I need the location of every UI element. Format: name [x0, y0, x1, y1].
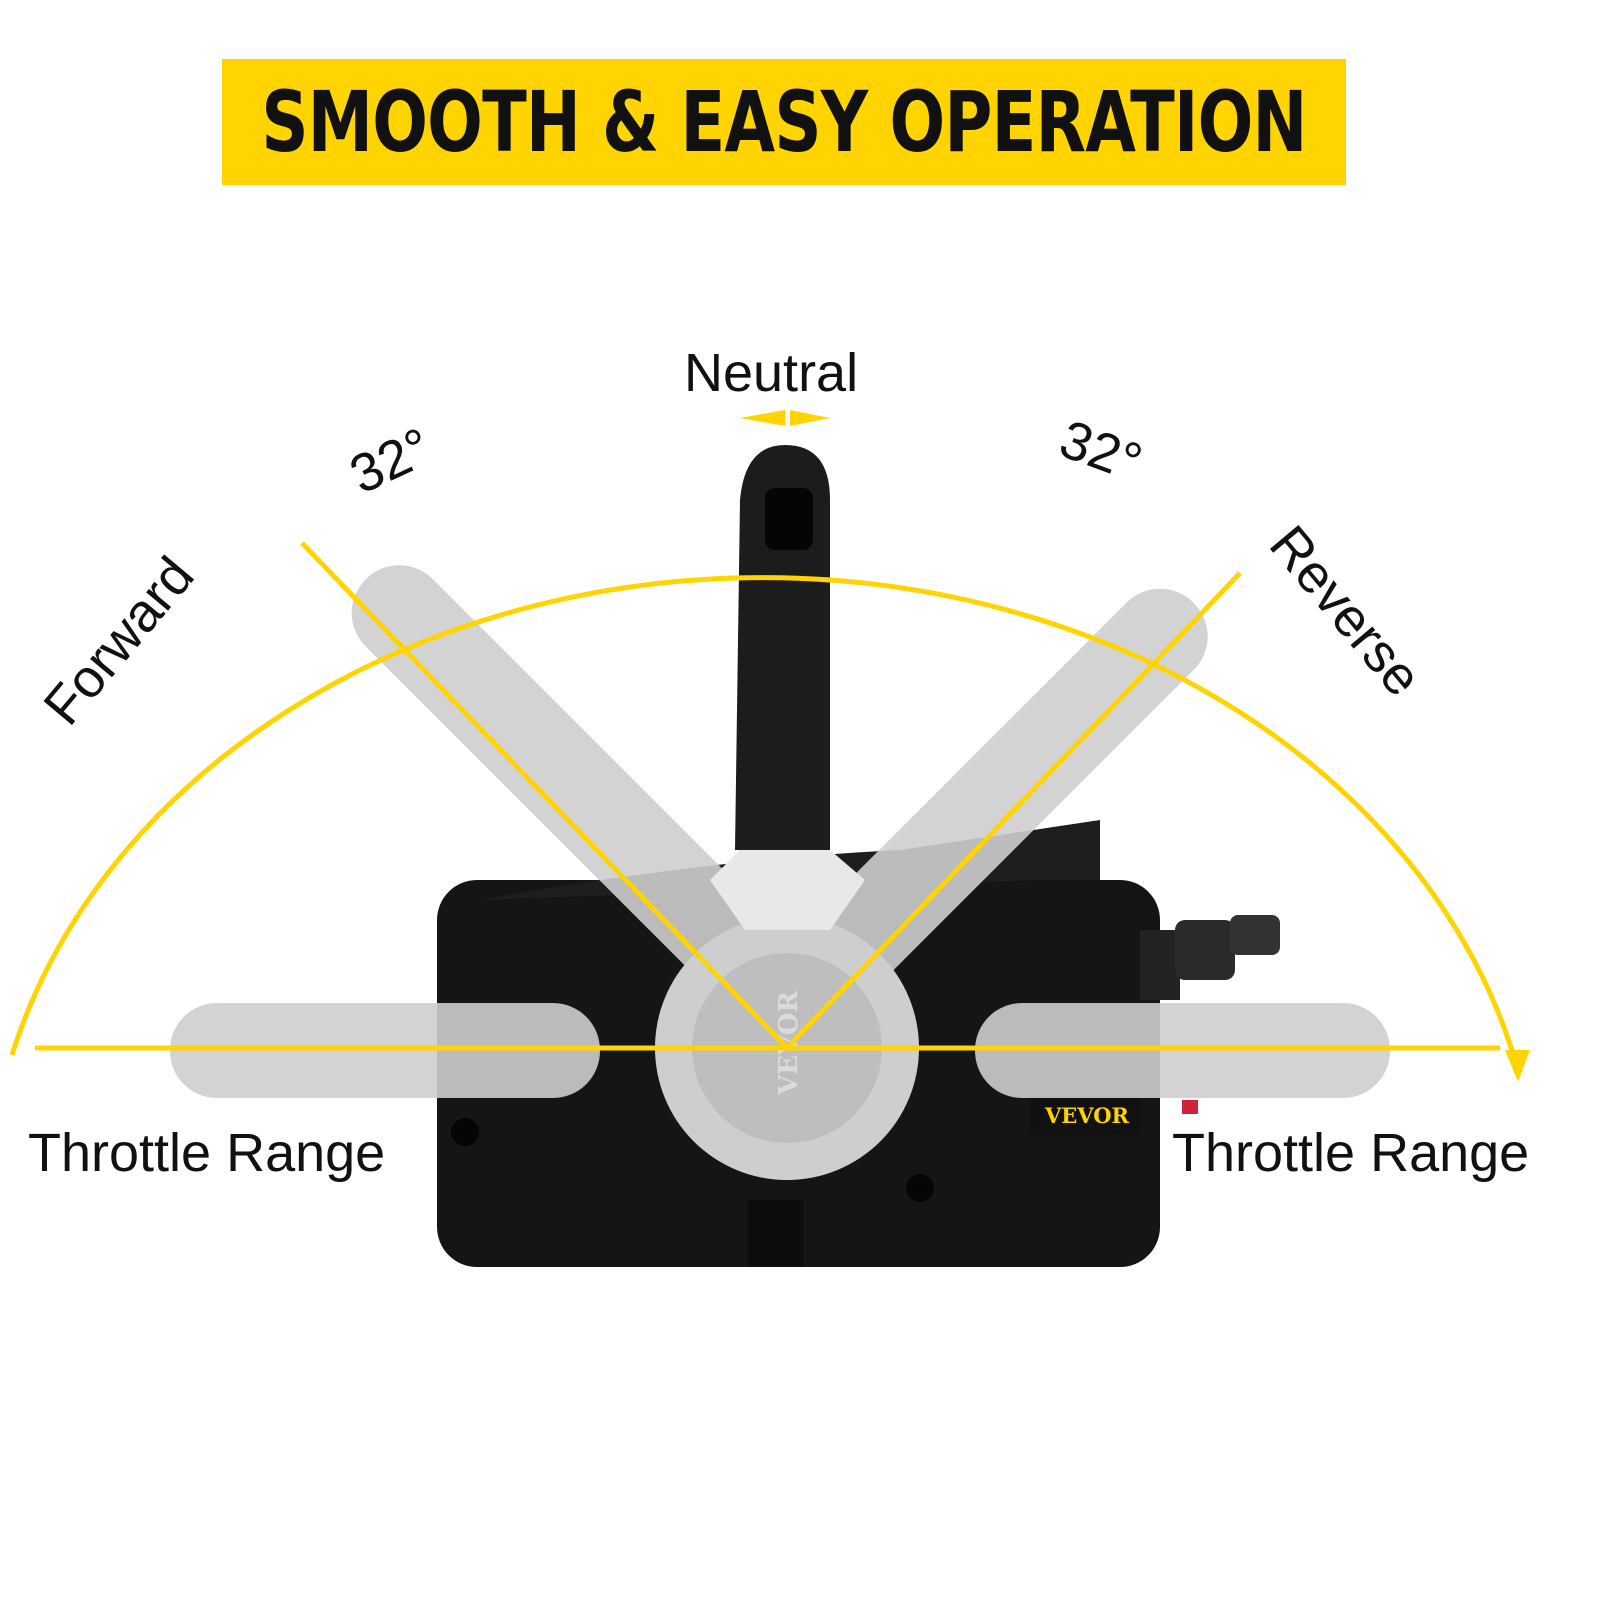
brand-logo: VEVOR	[1044, 1103, 1130, 1128]
reverse-limit-line	[785, 571, 1242, 1050]
neutral-marker-right-icon	[790, 410, 830, 426]
label-throttle-right: Throttle Range	[1172, 1123, 1530, 1183]
key-icon	[1175, 920, 1235, 980]
range-guides	[9, 541, 1518, 1061]
main-handle	[710, 445, 865, 930]
title-text: SMOOTH & EASY OPERATION	[261, 73, 1307, 171]
title-banner: SMOOTH & EASY OPERATION	[222, 59, 1346, 185]
arrow-head-icon	[1505, 1050, 1530, 1082]
label-neutral: Neutral	[684, 343, 859, 403]
label-throttle-left: Throttle Range	[28, 1123, 386, 1183]
range-arc	[9, 575, 1518, 1061]
forward-limit-line	[300, 541, 789, 1050]
neutral-marker-left-icon	[740, 410, 785, 426]
